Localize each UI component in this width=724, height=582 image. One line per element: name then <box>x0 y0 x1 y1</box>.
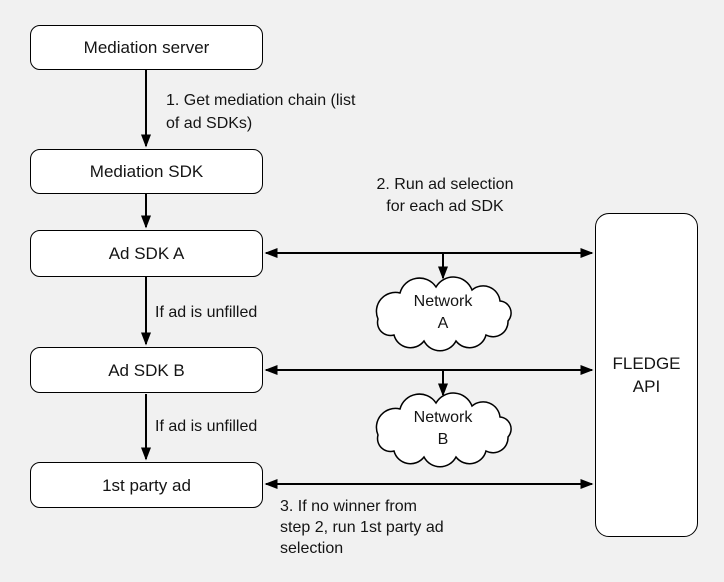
node-mediation-sdk: Mediation SDK <box>30 149 263 194</box>
node-first-party-ad: 1st party ad <box>30 462 263 508</box>
node-mediation-server: Mediation server <box>30 25 263 70</box>
node-ad-sdk-a: Ad SDK A <box>30 230 263 277</box>
node-network-b-label: Network B <box>413 409 473 448</box>
annotation-step1: 1. Get mediation chain (list of ad SDKs) <box>166 92 356 132</box>
network-a-cloud <box>375 276 512 352</box>
annotation-unfilled-a: If ad is unfilled <box>155 304 258 321</box>
node-network-a-label: Network A <box>413 293 473 332</box>
node-fledge-api: FLEDGE API <box>595 213 698 537</box>
node-ad-sdk-b: Ad SDK B <box>30 347 263 393</box>
network-b-cloud <box>375 392 512 468</box>
annotation-unfilled-b: If ad is unfilled <box>155 418 258 435</box>
annotation-step3: 3. If no winner from step 2, run 1st par… <box>280 498 444 557</box>
annotation-step2: 2. Run ad selection for each ad SDK <box>376 176 514 215</box>
